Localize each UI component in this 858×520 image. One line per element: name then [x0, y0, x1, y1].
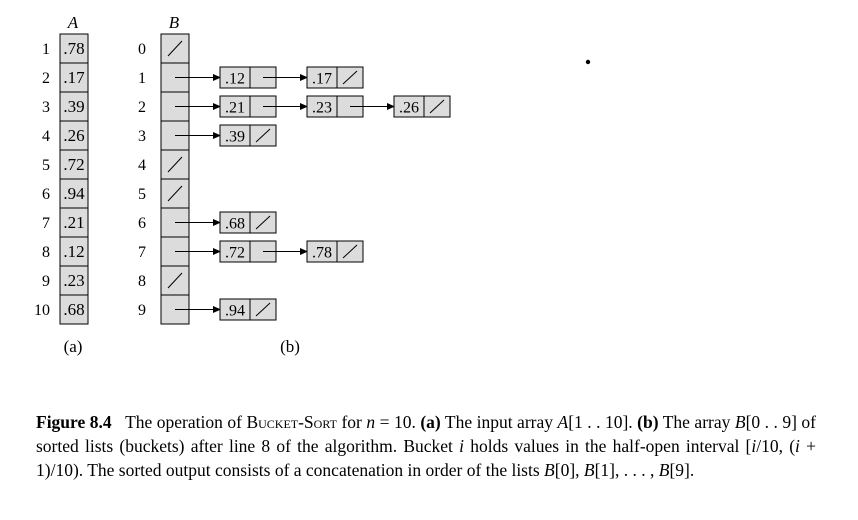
list-node-value: .21: [225, 100, 245, 117]
array-a-index: 6: [42, 186, 50, 203]
nil-pointer-slash: [255, 302, 271, 317]
array-a-cell: [59, 236, 89, 267]
caption-var: n: [366, 412, 376, 432]
array-a-cell: [59, 33, 89, 64]
nil-pointer-slash: [255, 128, 271, 143]
array-a: .78 1 .17 2 .39 3 .26 4 .72 5 .94 6 .21 7 .12 8 .23 9 .68 1…: [34, 33, 89, 325]
array-b-index: 5: [138, 186, 146, 203]
list-node-value: .78: [312, 245, 332, 262]
nil-pointer-slash: [342, 70, 358, 85]
list-node-value: .94: [225, 303, 245, 320]
caption-var: i: [751, 436, 757, 456]
array-a-value: .72: [63, 155, 84, 174]
array-a-index: 4: [42, 128, 50, 145]
array-a-value: .26: [63, 126, 84, 145]
nil-pointer-slash: [429, 99, 445, 114]
array-a-index: 7: [42, 215, 50, 232]
nil-pointer-slash: [167, 156, 183, 173]
caption-text: [1 . . 10].: [568, 412, 638, 432]
array-a-index: 1: [42, 41, 50, 58]
nil-pointer-slash: [167, 185, 183, 202]
array-b-index: 3: [138, 128, 146, 145]
list-node-value: .23: [312, 100, 332, 117]
array-a-value: .39: [63, 97, 84, 116]
nil-pointer-slash: [167, 40, 183, 57]
caption-part-b: (b): [637, 412, 659, 432]
nil-pointer-slash: [167, 272, 183, 289]
caption-var: B: [544, 460, 555, 480]
array-a-value: .12: [63, 242, 84, 261]
caption-part-a: (a): [420, 412, 441, 432]
array-a-value: .21: [63, 213, 84, 232]
caption-text: The input array: [440, 412, 558, 432]
array-a-index: 10: [34, 302, 50, 319]
array-a-index: 2: [42, 70, 50, 87]
caption-text: for: [336, 412, 367, 432]
array-b-name: B: [169, 13, 180, 32]
caption-text: [0 . . 9] of sorted lists (buckets) afte…: [36, 412, 816, 456]
array-b-index: 7: [138, 244, 146, 261]
caption-var: B: [583, 460, 595, 480]
caption-text: holds values in the half-open interval [: [464, 436, 752, 456]
caption-label: Figure 8.4: [36, 412, 112, 432]
caption-text: + 1)/10). The sorted output consists of …: [36, 436, 816, 480]
array-a-value: .17: [63, 68, 85, 87]
nil-pointer-slash: [342, 244, 358, 259]
caption-text: [1], . . . ,: [594, 460, 659, 480]
array-b-index: 8: [138, 273, 146, 290]
array-a-value: .23: [63, 271, 84, 290]
array-b-index: 2: [138, 99, 146, 116]
array-a-value: .68: [63, 300, 84, 319]
caption-var: i: [795, 436, 800, 456]
sublabel-a: (a): [64, 337, 83, 356]
array-a-index: 3: [42, 99, 50, 116]
array-b-index: 1: [138, 70, 146, 87]
list-node-value: .72: [225, 245, 245, 262]
list-node-value: .26: [399, 100, 419, 117]
list-node-value: .17: [312, 71, 332, 88]
array-b-index: 6: [138, 215, 146, 232]
caption-text: The operation of: [125, 412, 247, 432]
array-b-index: 0: [138, 41, 146, 58]
stray-dot: [585, 59, 591, 65]
array-a-name: A: [67, 13, 79, 32]
array-a-cell: [59, 120, 89, 151]
array-a-index: 5: [42, 157, 50, 174]
caption-text: /10, (: [756, 436, 796, 456]
caption-var: i: [459, 436, 464, 456]
array-a-index: 9: [42, 273, 50, 290]
caption-text: [0],: [554, 460, 584, 480]
list-node-value: .12: [225, 71, 245, 88]
caption-var: B: [734, 412, 746, 432]
caption-algorithm: Bucket-Sort: [246, 412, 337, 432]
list-node-value: .68: [225, 216, 245, 233]
array-a-cell: [59, 294, 89, 325]
caption-var: B: [658, 460, 670, 480]
bucket-lists: .12 .17 .21 .23 .26 .39 .68 .72 .78 .94: [175, 66, 451, 321]
caption-text: = 10.: [375, 412, 421, 432]
list-node-value: .39: [225, 129, 245, 146]
caption-text: The array: [658, 412, 735, 432]
array-b-index: 9: [138, 302, 146, 319]
figure-caption: Figure 8.4 The operation of Bucket-Sort …: [36, 410, 816, 482]
array-a-value: .78: [63, 39, 84, 58]
sublabel-b: (b): [280, 337, 300, 356]
nil-pointer-slash: [255, 215, 271, 230]
bucket-sort-figure: A B .78 1 .17 2 .39 3 .26 4 .72 5 .94 6 .21 7 .12 8 .23 9…: [34, 13, 591, 356]
caption-var: A: [557, 412, 569, 432]
caption-text: [9].: [669, 460, 695, 480]
array-a-value: .94: [63, 184, 85, 203]
array-a-cell: [59, 178, 89, 209]
array-b-index: 4: [138, 157, 146, 174]
array-a-index: 8: [42, 244, 50, 261]
